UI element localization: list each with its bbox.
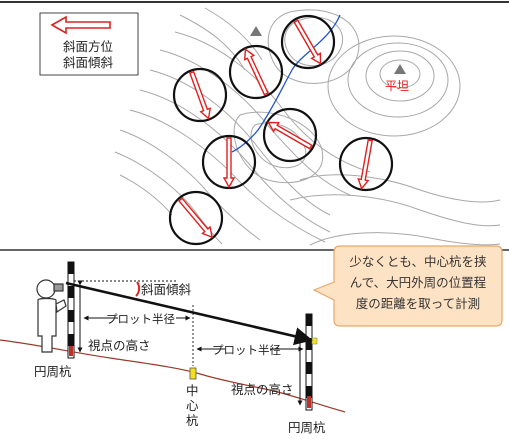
plot-circle <box>228 44 284 100</box>
contour-line <box>309 232 501 246</box>
contour-line <box>267 9 360 84</box>
plot-circle <box>168 190 224 246</box>
sight-line <box>65 281 313 346</box>
contour-line <box>289 194 501 227</box>
contour-line <box>119 174 173 216</box>
contour-line <box>365 50 435 102</box>
plot-radius-label-lower: プロット半径 <box>212 343 281 357</box>
stake-label-right: 円周杭 <box>288 420 326 435</box>
surveyor-figure <box>36 279 67 353</box>
slope-arrow-icon <box>189 70 212 120</box>
legend-direction-label: 斜面方位 <box>63 39 113 54</box>
center-stake-label: 心 <box>186 398 199 413</box>
contour-line <box>179 14 246 71</box>
contour-line <box>379 59 421 89</box>
contour-line <box>299 174 501 203</box>
contour-line <box>327 35 461 137</box>
slope-arrow-icon <box>357 139 373 191</box>
plot-circle <box>201 134 257 190</box>
callout-line: 少なくとも、中心杭を挟 <box>349 254 487 269</box>
slope-label: 斜面傾斜 <box>141 282 192 297</box>
center-stake-label: 中 <box>186 383 199 398</box>
plot-circle <box>262 107 318 163</box>
slope-arrow-icon <box>243 48 269 96</box>
legend: 斜面方位 斜面傾斜 <box>39 12 139 76</box>
contour-line <box>129 109 326 243</box>
eye-height-label-left: 視点の高さ <box>88 338 151 353</box>
callout-line: んで、大円外周の位置程 <box>349 275 487 290</box>
summit-triangle <box>394 64 406 74</box>
callout-text: 少なくとも、中心杭を挟 んで、大円外周の位置程 度の距離を取って計測 <box>334 251 502 314</box>
center-stake-label: 杭 <box>186 413 199 428</box>
contour-line <box>159 49 351 196</box>
callout-bubble <box>312 245 503 327</box>
legend-slope-label: 斜面傾斜 <box>63 55 114 70</box>
stake-label-left: 円周杭 <box>34 364 72 379</box>
legend-arrow-icon <box>50 15 111 35</box>
contour-line <box>174 31 371 173</box>
callout-line: 度の距離を取って計測 <box>355 296 481 311</box>
contour-line <box>204 7 263 61</box>
summit-triangle <box>250 26 262 36</box>
plot-radius-label-upper: プロット半径 <box>106 312 175 326</box>
slope-arrow-icon <box>178 197 213 239</box>
slope-arrow-icon <box>267 121 313 150</box>
flat-label: 平坦 <box>385 79 409 93</box>
eye-height-label-right: 視点の高さ <box>231 382 294 397</box>
plot-circle <box>338 136 394 192</box>
contour-line <box>347 42 449 118</box>
left-pole <box>67 261 75 359</box>
contour-line <box>233 111 324 184</box>
slope-arrow-icon <box>222 137 236 189</box>
slope-arrow-icon <box>293 19 322 65</box>
plot-circle <box>280 14 336 70</box>
contour-line <box>250 122 307 169</box>
center-stake <box>189 367 197 380</box>
plot-circles <box>168 14 394 246</box>
slope-angle-arc <box>135 281 141 297</box>
plot-circle <box>172 67 228 123</box>
right-pole <box>305 313 318 411</box>
